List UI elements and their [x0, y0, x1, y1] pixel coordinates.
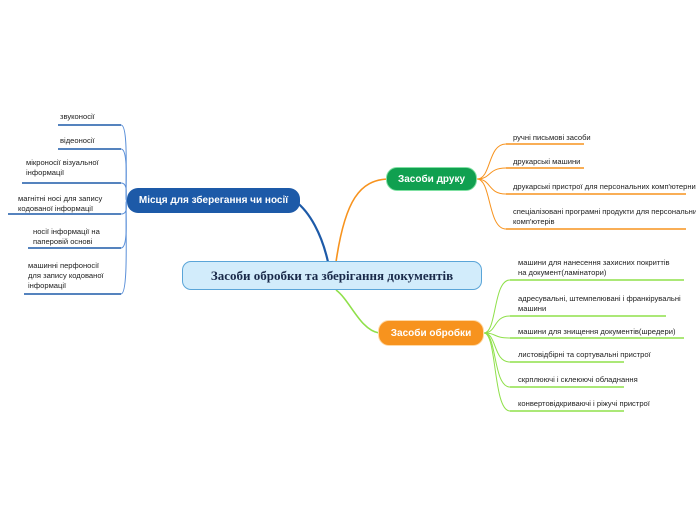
leaf-topic-line: ручні письмові засоби [513, 133, 591, 142]
leaf-topic[interactable]: конвертовідкриваючі і ріжучі пристрої [518, 399, 650, 409]
leaf-topic-line: адресувальні, штемпелювані і франкірувал… [518, 294, 681, 303]
leaf-topic[interactable]: скрплюючі і склеюючі обладнання [518, 375, 638, 385]
leaf-topic-line: друкарські машини [513, 157, 581, 166]
leaf-connector [483, 315, 511, 334]
leaf-topic-line: машини [518, 304, 547, 313]
leaf-topic-line: мікроносії візуальної [26, 158, 99, 167]
leaf-topic-line: листовідбірні та сортувальні пристрої [518, 350, 651, 359]
leaf-connector [476, 167, 507, 180]
leaf-topic-line: паперовій основі [33, 237, 93, 246]
connector-print [335, 178, 389, 263]
leaf-topic-line: машини для знищення документів(шредери) [518, 327, 676, 336]
leaf-topic[interactable]: друкарські машини [513, 157, 580, 167]
leaf-topic-line: комп'ютерів [513, 217, 555, 226]
branch-processing-tools[interactable]: Засоби обробки [378, 320, 484, 346]
leaf-connector [483, 332, 511, 363]
branch-storage-media[interactable]: Місця для зберегання чи носії [127, 188, 300, 213]
leaf-topic[interactable]: спеціалізовані програмні продукти для пе… [513, 207, 696, 227]
leaf-connector [476, 143, 507, 180]
leaf-topic[interactable]: машини для знищення документів(шредери) [518, 327, 675, 337]
leaf-connector [120, 200, 128, 295]
leaf-topic-line: відеоносії [60, 136, 95, 145]
leaf-topic-line: машинні перфоносії [28, 261, 100, 270]
leaf-connector [476, 178, 507, 230]
leaf-connector [483, 332, 511, 412]
leaf-topic[interactable]: друкарські пристрої для персональних ком… [513, 182, 696, 192]
leaf-topic-line: конвертовідкриваючі і ріжучі пристрої [518, 399, 650, 408]
leaf-topic-line: інформації [26, 168, 65, 177]
leaf-topic-line: кодованої інформації [18, 204, 94, 213]
leaf-topic[interactable]: звуконосії [60, 112, 95, 122]
leaf-topic-line: носії інформації на [33, 227, 100, 236]
leaf-topic-line: спеціалізовані програмні продукти для пе… [513, 207, 696, 216]
leaf-topic[interactable]: відеоносії [60, 136, 95, 146]
connector-processing [335, 289, 380, 334]
leaf-topic-line: звуконосії [60, 112, 95, 121]
leaf-topic-line: для запису кодованої [28, 271, 104, 280]
leaf-topic[interactable]: листовідбірні та сортувальні пристрої [518, 350, 651, 360]
leaf-topic[interactable]: адресувальні, штемпелювані і франкірувал… [518, 294, 681, 314]
leaf-connector [483, 279, 511, 334]
leaf-topic-line: машини для нанесення захисних покриттів [518, 258, 670, 267]
leaf-topic-line: скрплюючі і склеюючі обладнання [518, 375, 638, 384]
leaf-connector [120, 182, 128, 202]
leaf-topic-line: на документ(ламінатори) [518, 268, 607, 277]
connector-storage [294, 200, 330, 263]
leaf-topic-line: друкарські пристрої для персональних ком… [513, 182, 696, 191]
leaf-topic[interactable]: ручні письмові засоби [513, 133, 591, 143]
leaf-topic-line: інформації [28, 281, 67, 290]
branch-printing-tools[interactable]: Засоби друку [386, 167, 477, 191]
central-topic[interactable]: Засоби обробки та зберігання документів [182, 261, 482, 290]
leaf-topic-line: магнітні носі для запису [18, 194, 103, 203]
